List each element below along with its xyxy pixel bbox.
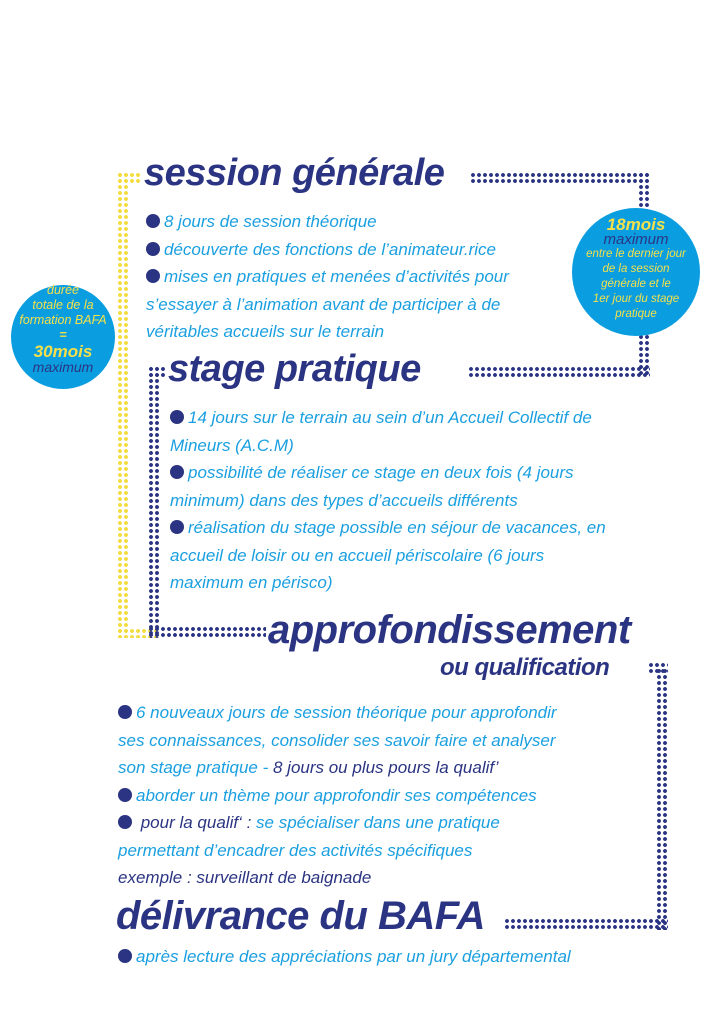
- text-line: aborder un thème pour approfondir ses co…: [118, 782, 557, 810]
- navy-dotted-line: [656, 668, 668, 930]
- text-segment: réalisation du stage possible en séjour …: [188, 518, 606, 537]
- text-line: ses connaissances, consolider ses savoir…: [118, 727, 557, 755]
- text-line: découverte des fonctions de l’animateur.…: [146, 236, 509, 264]
- text-line: véritables accueils sur le terrain: [146, 318, 509, 346]
- stage-body: 14 jours sur le terrain au sein d’un Acc…: [170, 404, 606, 597]
- navy-dotted-line: [504, 918, 668, 930]
- text-segment: pour la qualif‘ :: [136, 813, 257, 832]
- section-title-appro: approfondissement: [268, 608, 631, 652]
- navy-dotted-line: [468, 366, 650, 378]
- appro-body: 6 nouveaux jours de session théorique po…: [118, 699, 557, 892]
- text-line: permettant d’encadrer des activités spéc…: [118, 837, 557, 865]
- navy-dotted-line: [470, 172, 650, 184]
- bullet-icon: [170, 465, 184, 479]
- bullet-icon: [170, 520, 184, 534]
- text-segment: véritables accueils sur le terrain: [146, 322, 385, 341]
- text-segment: 8 jours ou plus pours la qualif’: [272, 758, 499, 777]
- text-line: minimum) dans des types d’accueils diffé…: [170, 487, 606, 515]
- section-title-delivrance: délivrance du BAFA: [116, 894, 485, 938]
- text-line: 14 jours sur le terrain au sein d’un Acc…: [170, 404, 606, 432]
- text-line: 6 nouveaux jours de session théorique po…: [118, 699, 557, 727]
- yellow-dotted-line: [117, 172, 141, 184]
- text-segment: découverte des fonctions de l’animateur.…: [164, 239, 496, 259]
- text-segment: mises en pratiques et menées d’activités…: [164, 267, 509, 286]
- section-subtitle-qualification: ou qualification: [440, 654, 610, 681]
- text-segment: aborder un thème pour approfondir ses co…: [136, 785, 537, 805]
- text-line: accueil de loisir ou en accueil périscol…: [170, 542, 606, 570]
- text-segment: son stage pratique -: [118, 758, 273, 777]
- navy-dotted-line: [148, 626, 266, 638]
- interval-badge: 18mois maximum entre le dernier jour de …: [572, 208, 700, 336]
- text-segment: exemple : surveillant de baignade: [118, 868, 372, 887]
- section-title-session: session générale: [144, 152, 445, 194]
- text-segment: 14 jours sur le terrain au sein d’un Acc…: [188, 408, 592, 427]
- text-line: Mineurs (A.C.M): [170, 432, 606, 460]
- text-line: après lecture des appréciations par un j…: [118, 943, 571, 971]
- text-segment: permettant d’encadrer des activités spéc…: [118, 840, 473, 860]
- text-line: mises en pratiques et menées d’activités…: [146, 263, 509, 291]
- text-segment: Mineurs (A.C.M): [170, 435, 294, 455]
- text-line: réalisation du stage possible en séjour …: [170, 514, 606, 542]
- session-body: 8 jours de session théorique découverte d…: [146, 208, 509, 346]
- bullet-icon: [146, 241, 160, 256]
- bullet-icon: [146, 269, 160, 283]
- text-line: pour la qualif‘ : se spécialiser dans un…: [118, 809, 557, 837]
- text-segment: 6 nouveaux jours de session théorique po…: [136, 703, 557, 722]
- navy-dotted-line: [148, 366, 160, 638]
- text-segment: possibilité de réaliser ce stage en deux…: [188, 463, 574, 482]
- text-line: s’essayer à l’animation avant de partici…: [146, 291, 509, 319]
- text-segment: se spécialiser dans une pratique: [256, 813, 500, 832]
- bullet-icon: [118, 787, 132, 802]
- text-segment: maximum en périsco): [170, 573, 333, 592]
- text-segment: après lecture des appréciations par un j…: [136, 947, 571, 966]
- text-segment: s’essayer à l’animation avant de partici…: [146, 294, 501, 314]
- text-segment: ses connaissances, consolider ses savoir…: [118, 730, 556, 750]
- text-line: possibilité de réaliser ce stage en deux…: [170, 459, 606, 487]
- bullet-icon: [118, 705, 132, 719]
- text-line: son stage pratique - 8 jours ou plus pou…: [118, 754, 557, 782]
- delivrance-body: après lecture des appréciations par un j…: [118, 943, 571, 971]
- bullet-icon: [146, 214, 160, 228]
- bullet-icon: [170, 410, 184, 424]
- yellow-dotted-line: [117, 628, 157, 638]
- text-line: 8 jours de session théorique: [146, 208, 509, 236]
- text-line: maximum en périsco): [170, 569, 606, 597]
- bullet-icon: [118, 815, 132, 829]
- text-line: exemple : surveillant de baignade: [118, 864, 557, 892]
- text-segment: accueil de loisir ou en accueil périscol…: [170, 545, 545, 565]
- bullet-icon: [118, 949, 132, 963]
- total-duration-badge: durée totale de la formation BAFA = 30mo…: [11, 283, 115, 389]
- text-segment: minimum) dans des types d’accueils diffé…: [170, 490, 518, 510]
- yellow-dotted-line: [117, 172, 129, 638]
- section-title-stage: stage pratique: [168, 348, 421, 390]
- text-segment: 8 jours de session théorique: [164, 212, 377, 231]
